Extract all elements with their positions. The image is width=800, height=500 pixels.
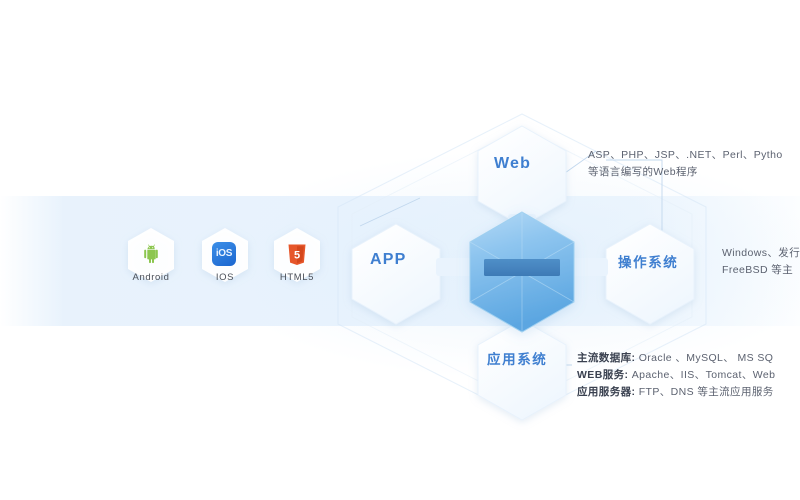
annotation-web-line2: 等语言编写的Web程序 — [588, 166, 698, 178]
platform-chip-html5[interactable]: 5 HTML5 — [264, 228, 330, 294]
annotation-appsys-line2: WEB服务: Apache、IIS、Tomcat、Web — [577, 367, 775, 384]
annotation-appsys-line3: 应用服务器: FTP、DNS 等主流应用服务 — [577, 384, 775, 401]
ios-icon: iOS — [212, 241, 238, 268]
annotation-appsys-line2-value: Apache、IIS、Tomcat、Web — [628, 369, 776, 381]
ios-badge: iOS — [212, 241, 236, 266]
svg-text:5: 5 — [294, 249, 300, 261]
hex-appsys — [477, 319, 567, 421]
annotation-web: ASP、PHP、JSP、.NET、Perl、Pytho 等语言编写的Web程序 — [588, 147, 783, 181]
annotation-os-line2: FreeBSD 等主 — [722, 264, 794, 276]
android-icon — [138, 242, 164, 268]
annotation-appsys-line3-value: FTP、DNS 等主流应用服务 — [635, 386, 774, 398]
platform-chip-ios[interactable]: iOS IOS — [192, 228, 258, 294]
annotation-appsys-line2-label: WEB服务: — [577, 369, 629, 381]
hex-os — [605, 223, 695, 325]
annotation-application-system: 主流数据库: Oracle 、MySQL、 MS SQ WEB服务: Apach… — [577, 350, 775, 401]
annotation-operating-system: Windows、发行 FreeBSD 等主 — [722, 245, 800, 279]
annotation-appsys-line1: 主流数据库: Oracle 、MySQL、 MS SQ — [577, 350, 775, 367]
annotation-web-line1: ASP、PHP、JSP、.NET、Perl、Pytho — [588, 149, 783, 161]
platform-chip-label-ios: IOS — [215, 271, 235, 283]
html5-icon: 5 — [284, 242, 310, 268]
platform-chip-label-android: Android — [132, 271, 170, 283]
hex-web — [477, 125, 567, 227]
core-hexagon — [469, 211, 575, 333]
hex-app — [351, 223, 441, 325]
satellite-hexagons — [351, 125, 695, 421]
platform-chip-label-html5: HTML5 — [279, 271, 315, 283]
annotation-appsys-line3-label: 应用服务器: — [577, 386, 636, 398]
annotation-os-line1: Windows、发行 — [722, 247, 800, 259]
platform-chip-android[interactable]: Android — [118, 228, 184, 294]
annotation-appsys-line1-value: Oracle 、MySQL、 MS SQ — [635, 352, 774, 364]
annotation-appsys-line1-label: 主流数据库: — [577, 352, 636, 364]
